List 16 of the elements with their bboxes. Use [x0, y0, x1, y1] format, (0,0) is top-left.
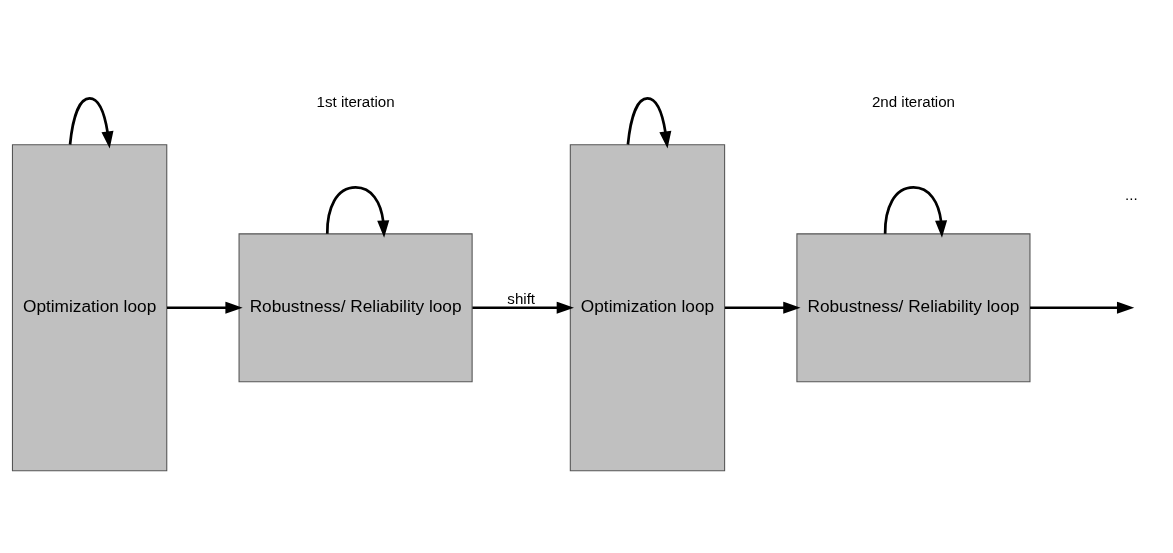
arrow [724, 301, 801, 314]
arrow [883, 185, 948, 238]
arrow [325, 185, 390, 238]
node-box: Robustness/ Reliability loop [238, 232, 473, 382]
node-box: Robustness/ Reliability loop [796, 232, 1031, 382]
arrow [472, 301, 574, 314]
arrow [1030, 301, 1135, 314]
label: 2nd iteration [871, 92, 955, 110]
node-box: Optimization loop [11, 143, 168, 471]
edge-label: shift [507, 289, 536, 307]
arrow [626, 96, 672, 149]
label: ... [1125, 185, 1138, 203]
label: 1st iteration [316, 92, 395, 110]
arrow [68, 96, 114, 149]
node-box: Optimization loop [569, 143, 726, 471]
arrow [167, 301, 243, 314]
